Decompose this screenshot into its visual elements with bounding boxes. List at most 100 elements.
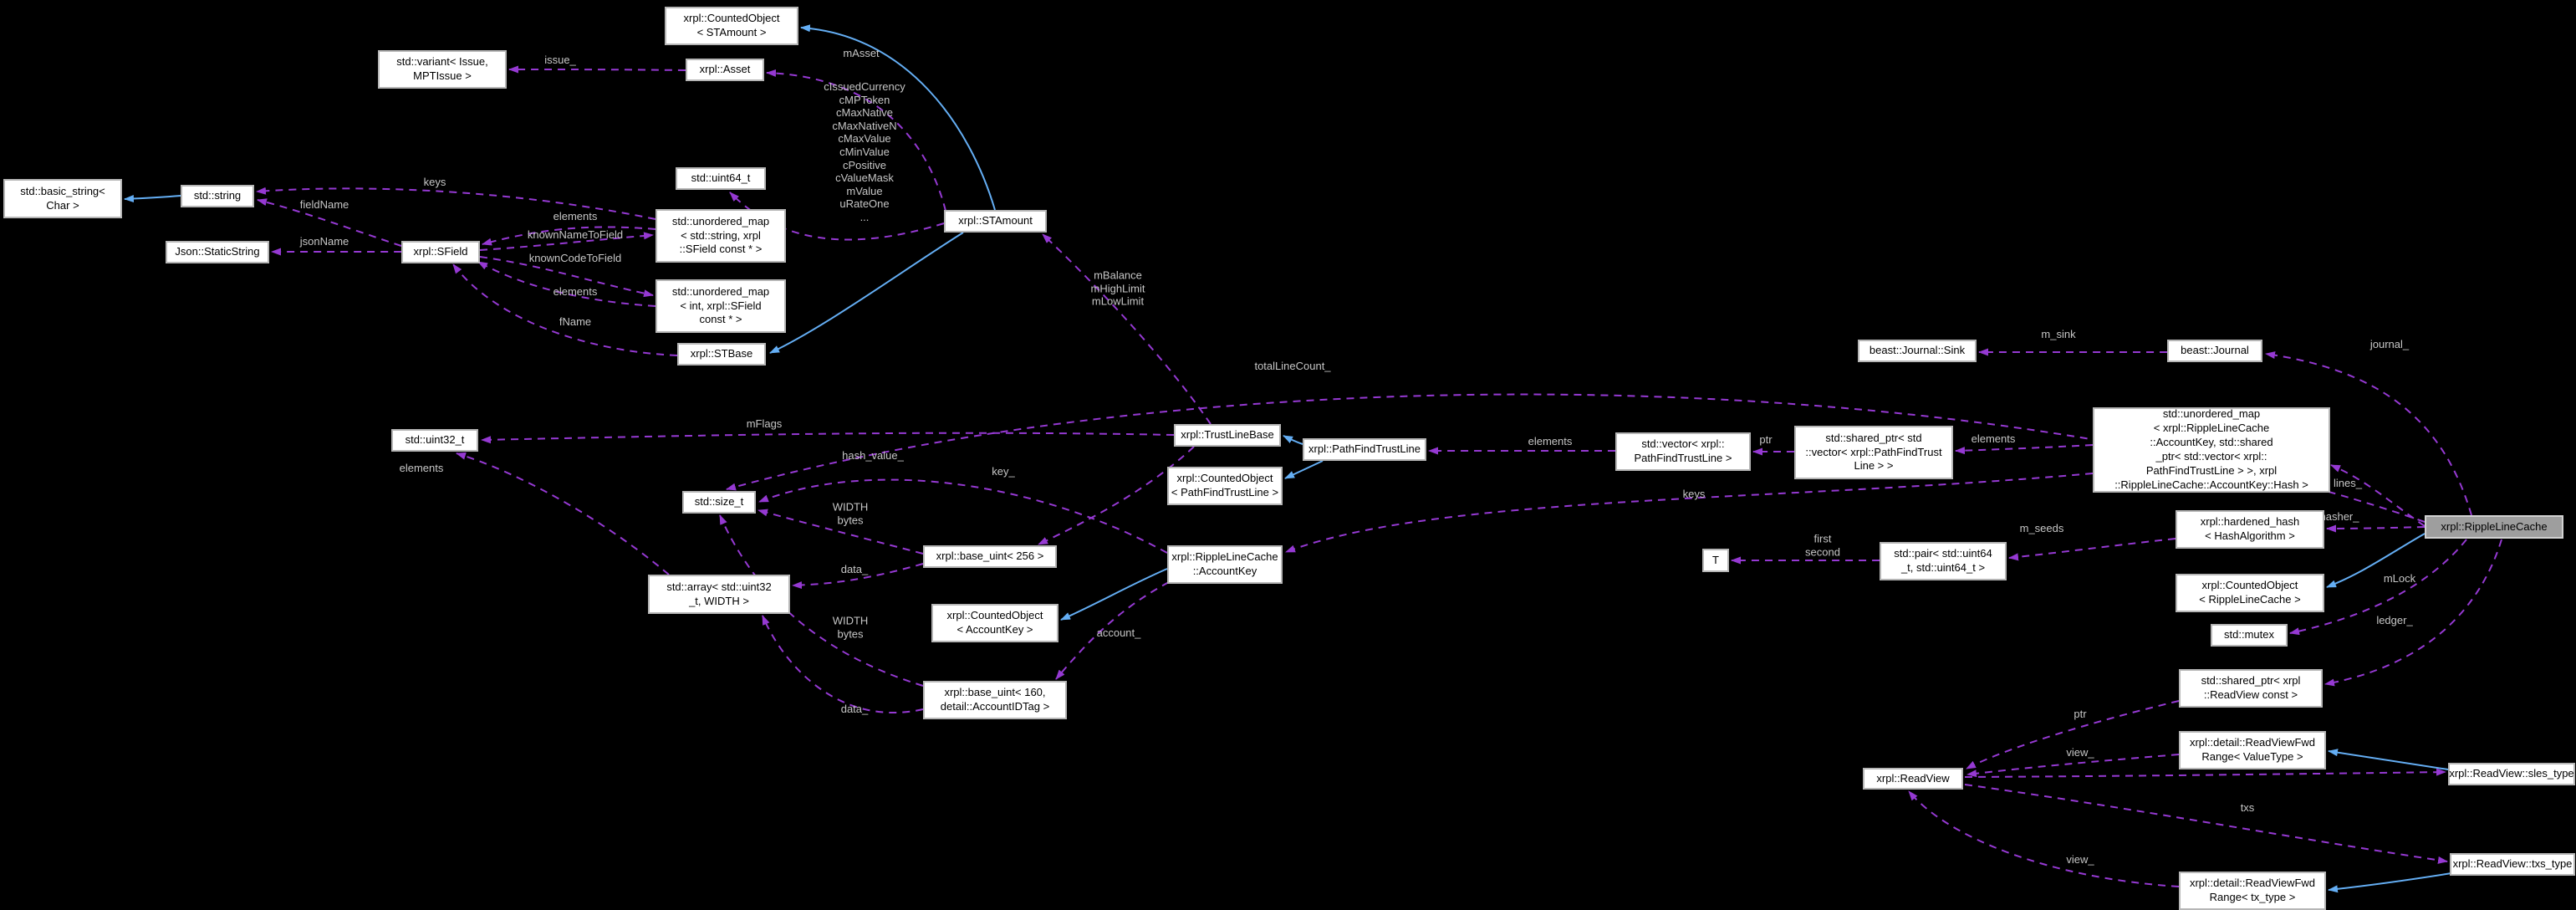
node-basic-string[interactable]: std::basic_string< Char > [3, 179, 122, 218]
node-asset[interactable]: xrpl::Asset [686, 59, 764, 81]
node-journal[interactable]: beast::Journal [2167, 340, 2262, 362]
node-t-node[interactable]: T [1702, 549, 1729, 572]
member-edge-txs [1964, 784, 2448, 864]
node-fwdrange-tx[interactable]: xrpl::detail::ReadViewFwd Range< tx_type… [2179, 872, 2326, 910]
edge-label-mflags: mFlags [746, 417, 783, 431]
node-uint32[interactable]: std::uint32_t [391, 429, 478, 452]
edge-label-totallinecount: totalLineCount_ [1254, 360, 1331, 373]
member-edge-elements-array [456, 452, 670, 575]
edge-label-width-bytes-160: WIDTH bytes [832, 614, 869, 640]
node-pathfindtrustline[interactable]: xrpl::PathFindTrustLine [1303, 438, 1426, 461]
node-base-uint256[interactable]: xrpl::base_uint< 256 > [923, 545, 1057, 568]
edge-label-knowncodetofield: knownCodeToField [528, 252, 622, 265]
node-rlc: xrpl::RippleLineCache [2425, 515, 2563, 539]
node-array[interactable]: std::array< std::uint32 _t, WIDTH > [648, 575, 790, 614]
node-stamount[interactable]: xrpl::STAmount [944, 210, 1047, 233]
edge-label-data-160: data_ [840, 703, 869, 716]
edge-label-view-value: view_ [2066, 746, 2094, 759]
node-accountkey[interactable]: xrpl::RippleLineCache ::AccountKey [1167, 545, 1283, 584]
member-edge-sles [1964, 768, 2446, 778]
member-edge-fieldname [257, 198, 402, 247]
edge-label-elements-vector: elements [1528, 435, 1573, 448]
member-edge-account [1055, 581, 1170, 680]
member-edge-journal [2265, 351, 2472, 516]
node-hardened[interactable]: xrpl::hardened_hash < HashAlgorithm > [2176, 510, 2324, 549]
edge-label-ptr-vector: ptr [1759, 433, 1773, 447]
inheritance-edge-inh-accountkey-counted [1060, 568, 1168, 621]
node-static-string[interactable]: Json::StaticString [166, 241, 269, 263]
member-edge-view-tx [1908, 790, 2180, 887]
edge-label-account: account_ [1096, 626, 1141, 640]
edge-label-jsonname: jsonName [299, 235, 349, 248]
inheritance-edge-inh-rlc-counted [2326, 533, 2426, 588]
node-co-pathfind[interactable]: xrpl::CountedObject < PathFindTrustLine … [1167, 467, 1283, 505]
edge-label-data-256: data_ [840, 563, 869, 576]
edge-label-ptr-readview: ptr [2074, 708, 2087, 721]
node-size-t[interactable]: std::size_t [682, 491, 756, 514]
member-edge-width-bytes-160 [719, 514, 924, 687]
node-sharedptr-vec[interactable]: std::shared_ptr< std ::vector< xrpl::Pat… [1794, 426, 1953, 479]
edge-label-hasher: hasher_ [2319, 510, 2359, 524]
node-umap-string[interactable]: std::unordered_map < std::string, xrpl :… [655, 209, 786, 263]
node-vector-pftl[interactable]: std::vector< xrpl:: PathFindTrustLine > [1615, 432, 1751, 471]
node-sfield[interactable]: xrpl::SField [401, 241, 480, 263]
member-edge-elements-umapint [477, 261, 656, 307]
member-edge-key [1038, 446, 1195, 545]
node-co-stamount[interactable]: xrpl::CountedObject < STAmount > [665, 7, 798, 45]
node-uint64[interactable]: std::uint64_t [676, 167, 766, 190]
edge-label-mbalance: mBalance mHighLimit mLowLimit [1090, 268, 1145, 308]
member-edge-fname [452, 263, 678, 356]
member-edge-data-256 [792, 563, 924, 590]
node-fwdrange-value[interactable]: xrpl::detail::ReadViewFwd Range< ValueTy… [2179, 731, 2326, 769]
inheritance-edge-inh-txstype-fwdrange [2328, 872, 2452, 893]
inheritance-edge-inh-stamount-stbase [769, 232, 964, 354]
member-edge-view-value [1966, 754, 2180, 778]
edge-label-elements-umapint: elements [553, 285, 598, 299]
edge-label-mlock: mLock [2383, 572, 2416, 585]
edge-label-fname: fName [559, 315, 592, 329]
node-sles-type[interactable]: xrpl::ReadView::sles_type [2448, 763, 2575, 785]
edge-label-width-bytes-256: WIDTH bytes [832, 500, 869, 526]
edge-label-elements-array: elements [399, 462, 444, 475]
member-edge-masset [766, 69, 946, 212]
member-edge-hasher [2326, 524, 2426, 533]
edge-label-knownnametofield: knownNameToField [527, 228, 624, 242]
node-pair-u64[interactable]: std::pair< std::uint64 _t, std::uint64_t… [1880, 542, 2007, 580]
node-trustlinebase[interactable]: xrpl::TrustLineBase [1174, 424, 1281, 447]
edge-label-cissued: cIssuedCurrency cMPToken cMaxNative cMax… [824, 80, 905, 224]
inheritance-edge-inh-pftl-counted [1284, 460, 1324, 479]
member-edge-mseeds [2008, 538, 2176, 561]
node-variant-issue[interactable]: std::variant< Issue, MPTIssue > [378, 50, 507, 89]
edge-label-hashvalue: hash_value_ [842, 449, 904, 463]
edge-label-masset: mAsset [843, 47, 880, 60]
node-base-uint160[interactable]: xrpl::base_uint< 160, detail::AccountIDT… [923, 681, 1067, 719]
edge-label-ledger: ledger_ [2376, 614, 2413, 627]
member-edge-totallinecount [726, 393, 2426, 523]
edge-label-first-second: first second [1805, 532, 1840, 558]
node-mutex[interactable]: std::mutex [2211, 624, 2288, 647]
node-readview[interactable]: xrpl::ReadView [1863, 768, 1963, 790]
node-sink[interactable]: beast::Journal::Sink [1858, 340, 1977, 362]
edge-label-lines: lines_ [2334, 477, 2362, 490]
member-edge-keys-bigumap [1285, 473, 2094, 553]
edge-label-elements-umapstring: elements [553, 210, 598, 223]
member-edge-knowncodetofield [479, 256, 654, 298]
node-stbase[interactable]: xrpl::STBase [677, 343, 766, 366]
inheritance-edge-inh-string-basicstring [124, 195, 181, 203]
node-umap-int[interactable]: std::unordered_map < int, xrpl::SField c… [655, 279, 786, 333]
node-big-umap[interactable]: std::unordered_map < xrpl::RippleLineCac… [2093, 407, 2330, 493]
node-string[interactable]: std::string [181, 185, 254, 207]
edge-label-mseeds: m_seeds [2019, 522, 2064, 535]
node-sharedptr-rv[interactable]: std::shared_ptr< xrpl ::ReadView const > [2179, 669, 2323, 708]
node-txs-type[interactable]: xrpl::ReadView::txs_type [2450, 853, 2575, 876]
inheritance-edge-inh-pftl-trustlinebase [1283, 435, 1303, 445]
member-edge-elements-bigumap [1955, 444, 2094, 455]
node-co-accountkey[interactable]: xrpl::CountedObject < AccountKey > [931, 604, 1058, 642]
inheritance-edge-inh-stamount-counted [800, 24, 996, 211]
edge-label-view-tx: view_ [2066, 853, 2094, 867]
member-edge-mbalance [1042, 233, 1211, 425]
node-co-rlc[interactable]: xrpl::CountedObject < RippleLineCache > [2176, 574, 2324, 612]
edge-label-keys-sfieldmap: keys [423, 176, 446, 189]
edge-label-elements-bigumap: elements [1971, 432, 2016, 446]
member-edge-issue [508, 65, 686, 74]
